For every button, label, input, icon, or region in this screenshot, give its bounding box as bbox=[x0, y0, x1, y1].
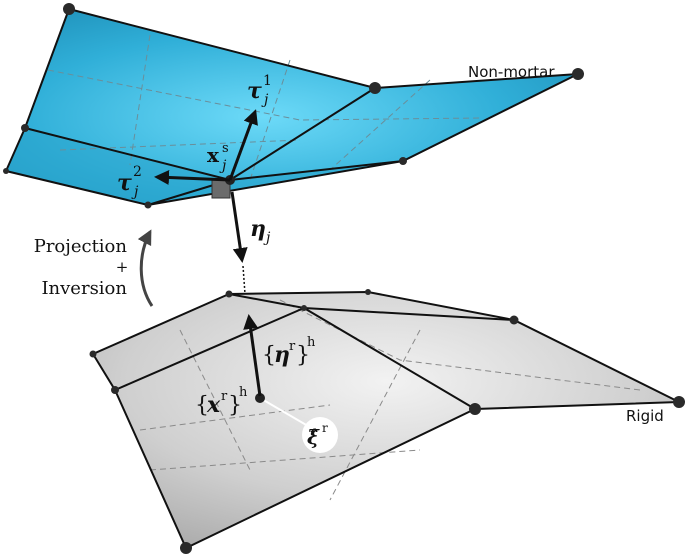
eta-r-base: η bbox=[274, 342, 290, 368]
projection-label: Projection bbox=[34, 236, 128, 257]
node bbox=[3, 168, 9, 174]
xs-base: x bbox=[207, 143, 220, 167]
non-mortar-surface bbox=[3, 3, 584, 209]
node bbox=[673, 396, 685, 408]
tau1-sub: j bbox=[261, 92, 269, 108]
plus-label: + bbox=[116, 258, 129, 276]
eta-arrow bbox=[230, 191, 248, 263]
non-mortar-nodes bbox=[3, 3, 584, 209]
x-r-label: { x r } h bbox=[195, 385, 248, 418]
eta-r-arrow bbox=[243, 314, 262, 397]
non-mortar-grid-lines bbox=[47, 34, 481, 181]
node bbox=[89, 350, 97, 358]
non-mortar-patch bbox=[6, 9, 578, 205]
rigid-label: Rigid bbox=[626, 407, 664, 425]
eta-r-close-brace: } bbox=[296, 343, 310, 368]
eta-r-sup: r bbox=[289, 339, 296, 354]
rigid-patch bbox=[93, 292, 679, 548]
xs-label: x s j bbox=[207, 141, 229, 174]
tau2-sup: 2 bbox=[133, 164, 142, 180]
node bbox=[111, 386, 119, 394]
node bbox=[365, 289, 371, 295]
node bbox=[225, 290, 233, 298]
xs-sub: j bbox=[219, 158, 227, 174]
vectors bbox=[137, 109, 262, 397]
tau2-sub: j bbox=[131, 184, 139, 200]
eta-label: η j bbox=[250, 216, 271, 246]
xi-label: ξ̂ r bbox=[307, 421, 328, 449]
node bbox=[21, 124, 29, 132]
rigid-point-xr bbox=[255, 393, 265, 403]
node bbox=[469, 403, 481, 415]
non-mortar-label: Non-mortar bbox=[468, 63, 555, 81]
eta-dotted-extension bbox=[242, 265, 246, 295]
eta-base: η bbox=[250, 216, 266, 242]
projection-curved-arrow bbox=[137, 229, 154, 307]
eta-r-label: { η r } h bbox=[262, 335, 316, 368]
tau2-arrow bbox=[154, 169, 231, 185]
node bbox=[572, 68, 584, 80]
x-r-h: h bbox=[239, 385, 248, 400]
xi-base: ξ̂ bbox=[307, 425, 320, 449]
tau2-label: τ 2 j bbox=[117, 164, 142, 200]
xi-sup: r bbox=[322, 421, 328, 435]
node bbox=[399, 157, 407, 165]
x-r-open-brace: { bbox=[195, 393, 209, 418]
rigid-grid-lines bbox=[139, 299, 641, 501]
x-r-close-brace: } bbox=[228, 393, 242, 418]
rigid-nodes bbox=[89, 289, 685, 554]
tau2-base: τ bbox=[117, 170, 132, 196]
tau1-base: τ bbox=[247, 78, 262, 104]
node bbox=[180, 542, 192, 554]
xi-badge bbox=[302, 417, 338, 453]
node bbox=[63, 3, 75, 15]
node bbox=[144, 201, 152, 209]
node bbox=[301, 305, 307, 311]
inversion-label: Inversion bbox=[41, 278, 127, 299]
eta-sub: j bbox=[263, 230, 271, 246]
xs-sup: s bbox=[222, 141, 229, 156]
eta-r-h: h bbox=[307, 335, 316, 350]
eta-r-open-brace: { bbox=[262, 343, 276, 368]
tau1-label: τ 1 j bbox=[247, 73, 272, 108]
non-mortar-lower-band bbox=[6, 128, 403, 205]
rigid-surface bbox=[89, 289, 685, 554]
tau1-sup: 1 bbox=[263, 73, 272, 89]
node bbox=[509, 315, 519, 325]
x-r-sup: r bbox=[221, 389, 228, 404]
labels: Non-mortar Rigid Projection + Inversion … bbox=[34, 63, 664, 449]
tau1-arrow bbox=[228, 109, 258, 181]
node bbox=[369, 82, 381, 94]
x-r-base: x bbox=[206, 392, 221, 418]
